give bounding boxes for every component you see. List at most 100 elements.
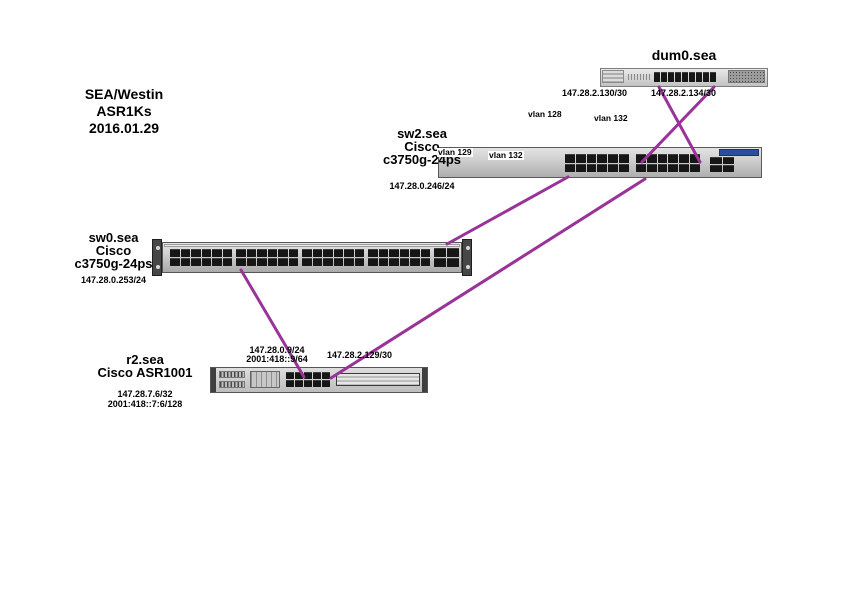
ethernet-port — [286, 380, 294, 387]
ethernet-port — [286, 372, 294, 379]
ethernet-port — [690, 154, 700, 163]
ethernet-port — [222, 258, 232, 266]
ethernet-port — [636, 154, 646, 163]
ethernet-port — [608, 154, 619, 163]
ethernet-port — [201, 249, 211, 257]
ethernet-port — [302, 249, 312, 257]
sw0-mount-ear-left — [152, 239, 162, 276]
dum0-ip-label-right: 147.28.2.134/30 — [651, 88, 717, 98]
sw0-vendor: Cisco — [95, 243, 132, 258]
sw0-top-strip — [164, 244, 460, 247]
dum0-left-module — [602, 70, 624, 83]
ethernet-port — [267, 249, 277, 257]
sw2-catalyst-badge — [719, 149, 759, 156]
ethernet-port — [646, 154, 657, 163]
ethernet-port — [682, 72, 688, 82]
ethernet-port — [447, 258, 459, 267]
r2-management-module — [250, 371, 280, 388]
ethernet-port — [619, 163, 629, 172]
ethernet-port — [378, 258, 388, 266]
ethernet-port — [447, 248, 459, 257]
ethernet-port — [368, 258, 378, 266]
sw0-sfp-ports — [434, 248, 459, 267]
ethernet-port — [212, 258, 222, 266]
vlan-label-128: vlan 128 — [527, 109, 563, 119]
ethernet-port — [288, 249, 298, 257]
ethernet-port — [679, 163, 690, 172]
ethernet-port — [246, 258, 256, 266]
sw0-port-group-2 — [236, 249, 298, 266]
ethernet-port — [689, 72, 695, 82]
r2-vent-lower — [219, 381, 245, 388]
r2-model: Cisco ASR1001 — [97, 365, 193, 380]
r2-port-label-ipv6: 2001:418::9/64 — [246, 354, 308, 364]
ethernet-port — [222, 249, 232, 257]
ethernet-port — [288, 258, 298, 266]
ethernet-port — [661, 72, 667, 82]
sw0-port-group-4 — [368, 249, 430, 266]
ethernet-port — [344, 258, 354, 266]
ethernet-port — [201, 258, 211, 266]
vlan-label-129: vlan 129 — [437, 147, 473, 157]
ethernet-port — [354, 249, 364, 257]
ethernet-port — [434, 248, 446, 257]
ethernet-port — [420, 258, 430, 266]
ethernet-port — [668, 163, 679, 172]
sw0-model: c3750g-24ps — [74, 256, 153, 271]
ethernet-port — [313, 380, 321, 387]
ethernet-port — [657, 163, 668, 172]
ethernet-port — [389, 258, 399, 266]
ethernet-port — [410, 249, 420, 257]
device-name-dum0: dum0.sea — [651, 47, 717, 63]
ethernet-port — [180, 258, 190, 266]
ethernet-port — [565, 154, 575, 163]
ethernet-port — [212, 249, 222, 257]
ethernet-port — [295, 380, 303, 387]
r2-ports — [286, 372, 330, 387]
ethernet-port — [333, 258, 343, 266]
ethernet-port — [696, 72, 702, 82]
device-name-sw0: sw0.sea — [88, 230, 139, 245]
device-image-r2 — [210, 367, 428, 393]
ethernet-port — [654, 72, 660, 82]
device-image-dum0 — [600, 68, 768, 87]
r2-mount-ear-right — [422, 368, 427, 392]
ethernet-port — [675, 72, 681, 82]
ethernet-port — [323, 258, 333, 266]
title-line-2: ASR1Ks — [96, 103, 152, 119]
ethernet-port — [668, 72, 674, 82]
diagram-title: SEA/Westin ASR1Ks 2016.01.29 — [68, 86, 180, 137]
ethernet-port — [703, 72, 709, 82]
ethernet-port — [322, 372, 330, 379]
ethernet-port — [586, 154, 597, 163]
sw0-mount-ear-right — [462, 239, 472, 276]
ethernet-port — [636, 163, 646, 172]
ethernet-port — [322, 380, 330, 387]
ethernet-port — [608, 163, 619, 172]
ethernet-port — [389, 249, 399, 257]
vlan-label-132-on-switch: vlan 132 — [488, 150, 524, 160]
ethernet-port — [170, 249, 180, 257]
ethernet-port — [565, 163, 575, 172]
sw2-sfp-ports — [710, 157, 734, 172]
ethernet-port — [619, 154, 629, 163]
ethernet-port — [246, 249, 256, 257]
ethernet-port — [304, 380, 312, 387]
ethernet-port — [191, 249, 201, 257]
r2-port-label-wan: 147.28.2.129/30 — [327, 350, 393, 360]
dum0-ports — [654, 72, 716, 82]
ethernet-port — [278, 249, 288, 257]
ethernet-port — [333, 249, 343, 257]
r2-ipv4-label: 147.28.7.6/32 — [117, 389, 173, 399]
sw2-port-group-1 — [565, 154, 629, 172]
ethernet-port — [710, 165, 722, 172]
ethernet-port — [597, 154, 608, 163]
device-image-sw2 — [438, 147, 762, 178]
ethernet-port — [668, 154, 679, 163]
title-line-3: 2016.01.29 — [88, 120, 160, 136]
ethernet-port — [722, 165, 734, 172]
sw2-ip-label: 147.28.0.246/24 — [389, 181, 455, 191]
ethernet-port — [575, 154, 586, 163]
ethernet-port — [257, 249, 267, 257]
